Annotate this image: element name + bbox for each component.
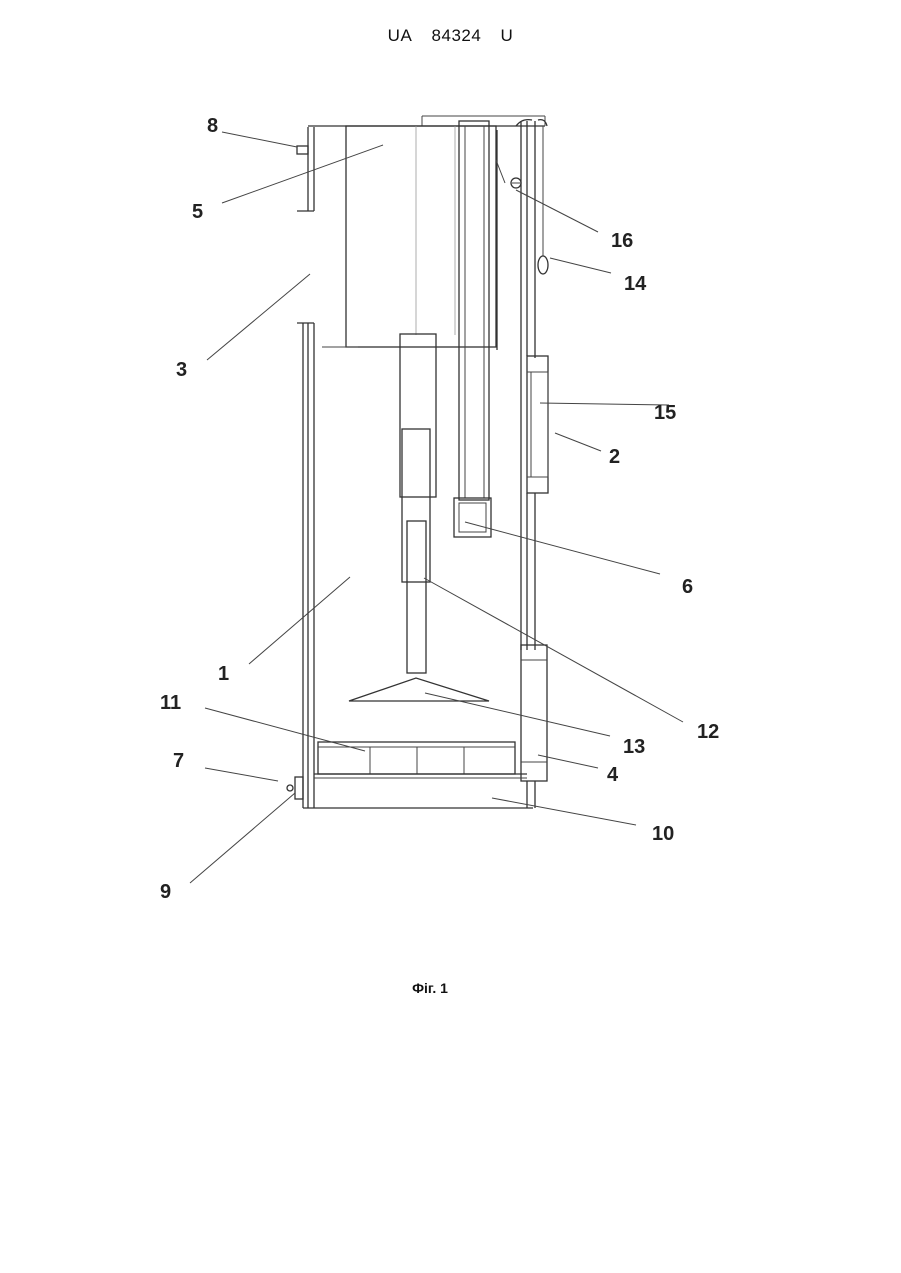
label-2: 2	[609, 446, 620, 468]
label-16: 16	[611, 230, 633, 252]
figure-caption: Фіг. 1	[0, 980, 860, 996]
door-4	[521, 645, 547, 781]
window-frame-2	[527, 356, 548, 493]
label-4: 4	[607, 764, 619, 786]
label-8: 8	[207, 115, 218, 137]
label-6: 6	[682, 576, 693, 598]
label-13: 13	[623, 736, 645, 758]
label-5: 5	[192, 201, 203, 223]
reference-labels: 8 5 3 1 11 7 9 16 14 15 2 6 12 13 4 10	[160, 115, 719, 903]
weight-14	[538, 256, 548, 274]
label-11: 11	[160, 692, 181, 714]
label-9: 9	[160, 881, 171, 903]
label-1: 1	[218, 663, 229, 685]
hopper-5	[346, 126, 496, 347]
label-10: 10	[652, 823, 674, 845]
latch-9	[295, 777, 303, 799]
window-15	[531, 372, 548, 477]
box-6	[454, 498, 491, 537]
handle-8	[297, 146, 308, 154]
pipe-lower	[407, 521, 426, 673]
label-14: 14	[624, 273, 647, 295]
cone-13	[349, 678, 489, 701]
label-15: 15	[654, 402, 676, 424]
label-3: 3	[176, 359, 187, 381]
apparatus	[287, 116, 548, 808]
label-12: 12	[697, 721, 719, 743]
label-7: 7	[173, 750, 184, 772]
